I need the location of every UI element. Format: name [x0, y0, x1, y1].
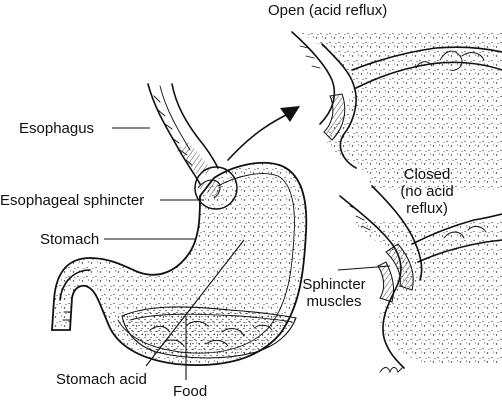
esophagus-label: Esophagus — [19, 120, 95, 137]
artist-signature — [379, 367, 403, 374]
closed-label-line2: (no acid — [400, 183, 454, 200]
stomach-label: Stomach — [40, 231, 100, 248]
label-leaders — [104, 127, 391, 380]
open-reflux-label: Open (acid reflux) — [268, 2, 388, 19]
sphincter-magnifier — [194, 166, 238, 210]
esophageal-sphincter-label: Esophageal sphincter — [0, 192, 145, 209]
esophagus-tube — [147, 83, 219, 185]
food-label: Food — [173, 383, 208, 400]
stomach-acid-label: Stomach acid — [56, 371, 147, 388]
open-detail — [290, 30, 502, 190]
zoom-arrow — [227, 106, 300, 161]
sphincter-muscles-label-line1: Sphincter — [302, 276, 366, 293]
sphincter-muscles-label-line2: muscles — [306, 293, 362, 310]
closed-label-line3: reflux) — [406, 200, 448, 217]
stomach-contents — [121, 306, 297, 359]
closed-detail — [339, 185, 502, 374]
closed-label-line1: Closed — [403, 166, 451, 183]
